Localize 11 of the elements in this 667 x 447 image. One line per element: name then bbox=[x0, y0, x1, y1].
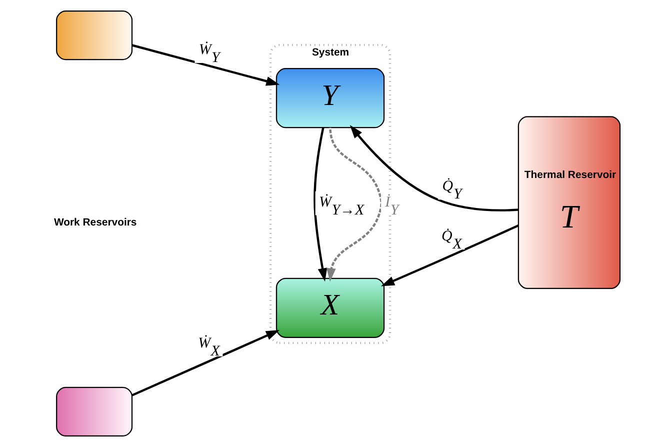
node-box: Thermal Reservoir T bbox=[517, 116, 620, 290]
node-box: X bbox=[275, 278, 384, 338]
node-box bbox=[56, 10, 132, 60]
node-box bbox=[56, 386, 132, 437]
arrow bbox=[131, 44, 280, 86]
arrow bbox=[131, 330, 280, 396]
label: Work Reservoirs bbox=[53, 218, 136, 229]
arrow bbox=[313, 127, 327, 282]
arrow bbox=[326, 127, 382, 282]
node-box: Y bbox=[275, 68, 384, 128]
arrow bbox=[349, 124, 518, 212]
